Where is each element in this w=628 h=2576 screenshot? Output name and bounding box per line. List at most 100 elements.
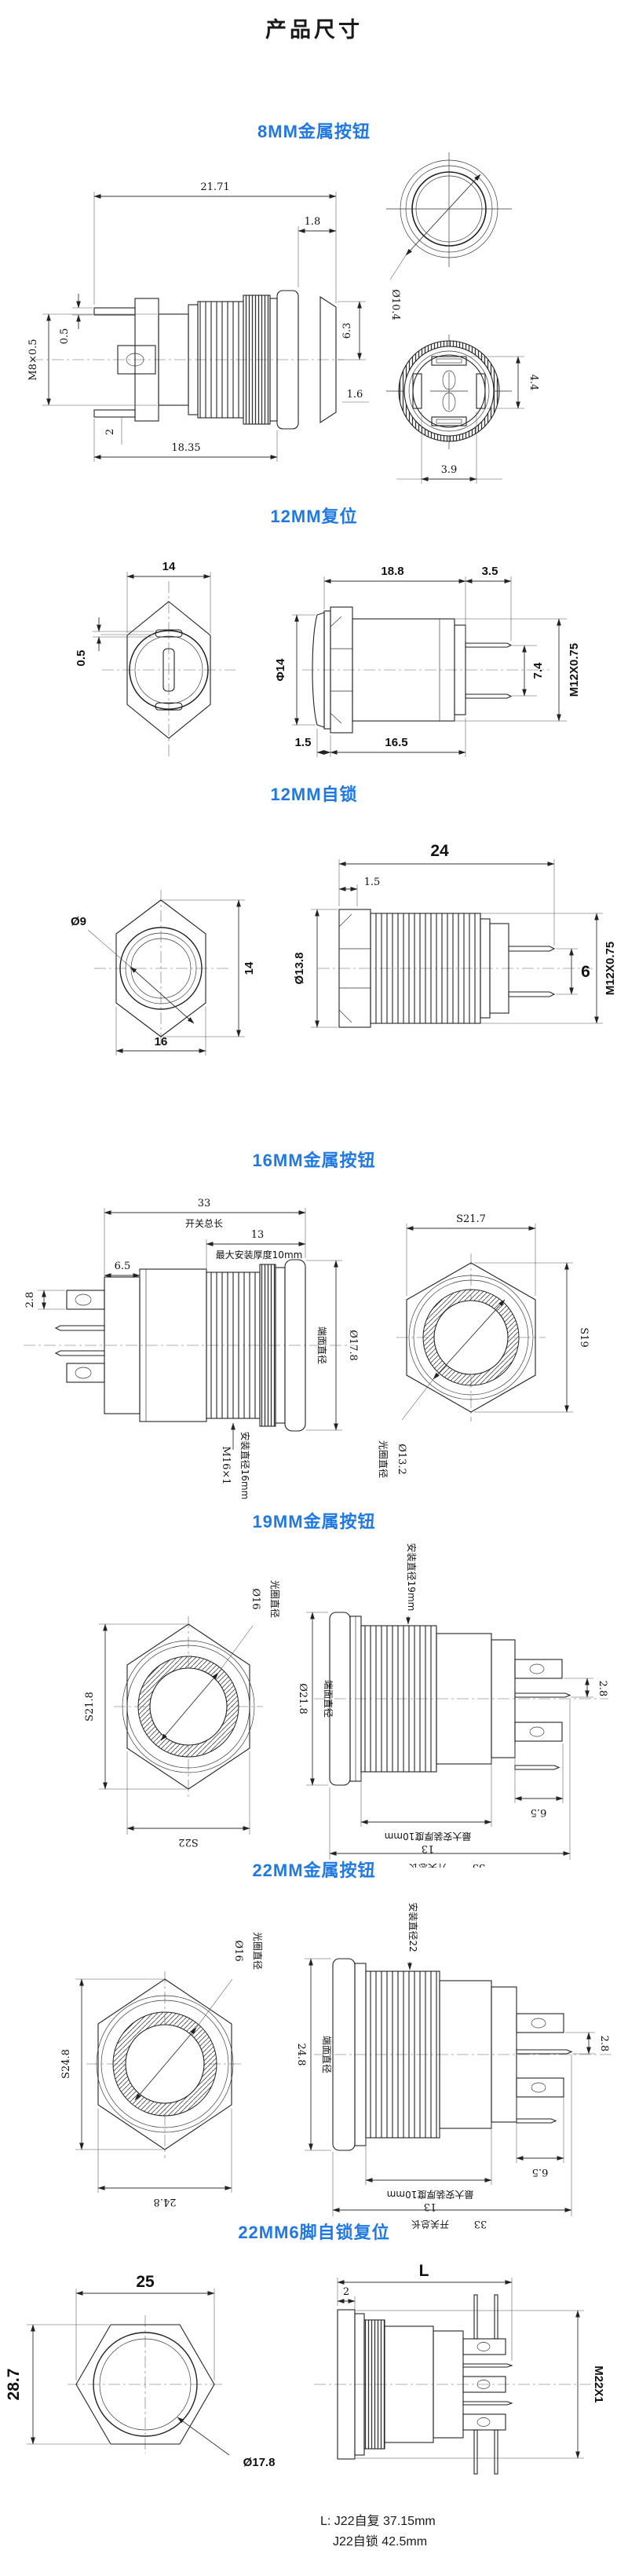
drawing-22mm: S24.8 24.8 Ø16 光圈直径 安装直径22 [60, 1902, 612, 2229]
dim-total: 33 [474, 2218, 487, 2229]
19-front-view: S21.8 S22 Ø16 光圈直径 [84, 1580, 280, 1848]
dim-total-label: 开关总长 [185, 1218, 223, 1229]
dim-hex-h: 28.7 [5, 2369, 23, 2401]
dim-mount: 13 [422, 1842, 435, 1854]
22-side-view: 安装直径22 24.8 端面直径 2.8 6.5 最大安装厚度10mm 13 开… [295, 1902, 612, 2229]
226-side-view: L 2 M22X1 [314, 2262, 605, 2475]
dim-pin-w: 2.8 [598, 2036, 610, 2052]
dim-total: 24 [430, 842, 449, 860]
12r-front-view: 14 0.5 [75, 560, 236, 759]
dim-mount-dia-label: 安装直径19mm [406, 1543, 418, 1612]
section-heading-12mm-latch: 12MM自锁 [270, 785, 358, 804]
dim-face-label: 端面直径 [321, 2036, 332, 2073]
dim-thread: M22X1 [592, 2366, 605, 2403]
drawing-12mm-latch: Ø9 14 16 24 [71, 842, 617, 1056]
dim-front-dia: Ø10.4 [389, 289, 401, 320]
dim-hex-b: 24.8 [154, 2196, 177, 2208]
12z-side-view: 24 1.5 Ø13.8 6 M12X0.75 [293, 842, 617, 1028]
length-note: L: J22自复 37.15mm J22自锁 42.5mm [320, 2512, 436, 2553]
dim-total: 33 [473, 1861, 486, 1868]
dim-mount: 13 [251, 1229, 265, 1241]
dim-mount-dia-label: 安装直径16mm [239, 1432, 251, 1500]
dim-barrel: 16.5 [385, 736, 407, 749]
dim-pin-gap: 6 [581, 963, 590, 981]
section-heading-12mm-reset: 12MM复位 [270, 507, 358, 526]
dim-total: 33 [198, 1198, 211, 1209]
dim-face-dia: Ø17.8 [243, 2456, 276, 2469]
length-note-line1: L: J22自复 37.15mm [320, 2515, 436, 2528]
dim-aperture-label: 光圈直径 [269, 1580, 280, 1618]
dim-pin-gap: 7.4 [531, 662, 545, 679]
dim-face-dia: 24.8 [295, 2044, 307, 2066]
8mm-back-view: 4.4 3.9 [386, 335, 539, 484]
length-note-line2: J22自锁 42.5mm [333, 2535, 428, 2549]
dim-face-label: 端面直径 [323, 1680, 334, 1718]
8mm-side-view [31, 290, 344, 430]
drawing-22mm-6pin: 25 28.7 Ø17.8 [5, 2262, 605, 2475]
8mm-side-dims: 21.71 1.8 0.5 M8×0.5 2 18.35 6.3 1.6 [27, 181, 369, 462]
dim-dia: Φ14 [274, 658, 287, 682]
dim-cap-gap: 1.8 [305, 216, 321, 228]
dim-total: L [419, 2262, 429, 2280]
dim-cap: 1.5 [364, 876, 381, 888]
dim-total: 21.71 [200, 181, 229, 193]
dim-cap: 2 [343, 2286, 349, 2298]
dim-edge: 1.6 [347, 389, 363, 401]
12z-front-view: Ø9 14 16 [71, 890, 256, 1056]
drawing-19mm: S21.8 S22 Ø16 光圈直径 安装直径19mm [84, 1543, 608, 1868]
dim-thread: M16×1 [220, 1446, 232, 1484]
226-front-view: 25 28.7 Ø17.8 [5, 2273, 275, 2469]
16-side-view [24, 1259, 355, 1432]
dim-slot: 0.5 [59, 328, 71, 345]
19-side-view: 安装直径19mm Ø21.8 端面直径 2.8 6.5 最大安装厚度10mm 1… [297, 1543, 608, 1868]
dim-thread: M12X0.75 [568, 643, 581, 697]
dim-slot: 0.5 [75, 650, 88, 667]
22-front-view: S24.8 24.8 Ø16 光圈直径 [60, 1932, 263, 2208]
section-heading-19mm: 19MM金属按钮 [252, 1512, 376, 1531]
dim-head: 6.5 [115, 1261, 131, 1272]
dim-hex-b: S22 [178, 1836, 198, 1848]
dim-side-h: 6.3 [341, 323, 353, 339]
dim-pin-w: 2.8 [24, 1292, 36, 1308]
dim-head: 6.5 [531, 1806, 547, 1818]
drawing-16mm: 33 开关总长 13 最大安装厚度10mm 6.5 2.8 端面直径 Ø17.8… [24, 1198, 590, 1499]
dim-head: 6.5 [532, 2166, 549, 2178]
16-front-view: S21.7 S19 光圈直径 Ø13.2 [378, 1213, 590, 1478]
dim-dia: Ø13.8 [293, 953, 306, 985]
dim-thread: M12X0.75 [604, 942, 617, 995]
dim-hex-w: 25 [136, 2273, 155, 2291]
16-side-dims: 33 开关总长 13 最大安装厚度10mm 6.5 2.8 端面直径 Ø17.8… [24, 1198, 359, 1499]
dim-pin-w: 2.8 [597, 1681, 608, 1697]
dim-aperture: Ø16 [250, 1588, 261, 1609]
dim-mount-dia-label: 安装直径22 [407, 1902, 419, 1952]
dim-pin-h: 4.4 [528, 375, 539, 391]
dim-body: 18.8 [381, 565, 403, 578]
dim-mount-label: 最大安装厚度10mm [216, 1249, 303, 1261]
dim-thread: M8×0.5 [27, 338, 39, 380]
section-heading-16mm: 16MM金属按钮 [252, 1151, 376, 1170]
dim-cap-dia: Ø9 [71, 915, 86, 928]
dim-hex-af: S21.7 [456, 1213, 486, 1225]
dim-body: 18.35 [171, 442, 200, 454]
dim-pin-drop: 2 [104, 429, 116, 435]
dim-aperture: Ø13.2 [396, 1444, 407, 1475]
8mm-front-view: Ø10.4 [386, 152, 512, 320]
dim-face-dia: Ø21.8 [297, 1683, 309, 1714]
dim-total-label: 开关总长 [409, 1862, 447, 1868]
dim-hex-w: 16 [155, 1035, 168, 1048]
dim-mount-label: 最大安装厚度10mm [385, 1831, 472, 1842]
dim-hex-h: S19 [578, 1327, 590, 1347]
dim-mount: 13 [424, 2201, 437, 2212]
dim-cap: 1.5 [295, 736, 312, 749]
dim-hex-v: S21.8 [84, 1692, 96, 1722]
dim-hex-w: 14 [162, 560, 176, 573]
dim-pin-zone: 3.5 [482, 565, 498, 578]
dim-total-label: 开关总长 [411, 2219, 449, 2229]
dim-hex-v: S24.8 [60, 2049, 72, 2079]
12r-side-view: 18.8 3.5 Φ14 7.4 M12X0.75 1.5 16.5 [274, 565, 581, 757]
dim-face-label: 端面直径 [316, 1326, 327, 1364]
dim-hex-h: 14 [243, 961, 256, 975]
dim-pin-span: 3.9 [441, 464, 458, 476]
drawing-12mm-reset: 14 0.5 18.8 3.5 [75, 560, 581, 759]
